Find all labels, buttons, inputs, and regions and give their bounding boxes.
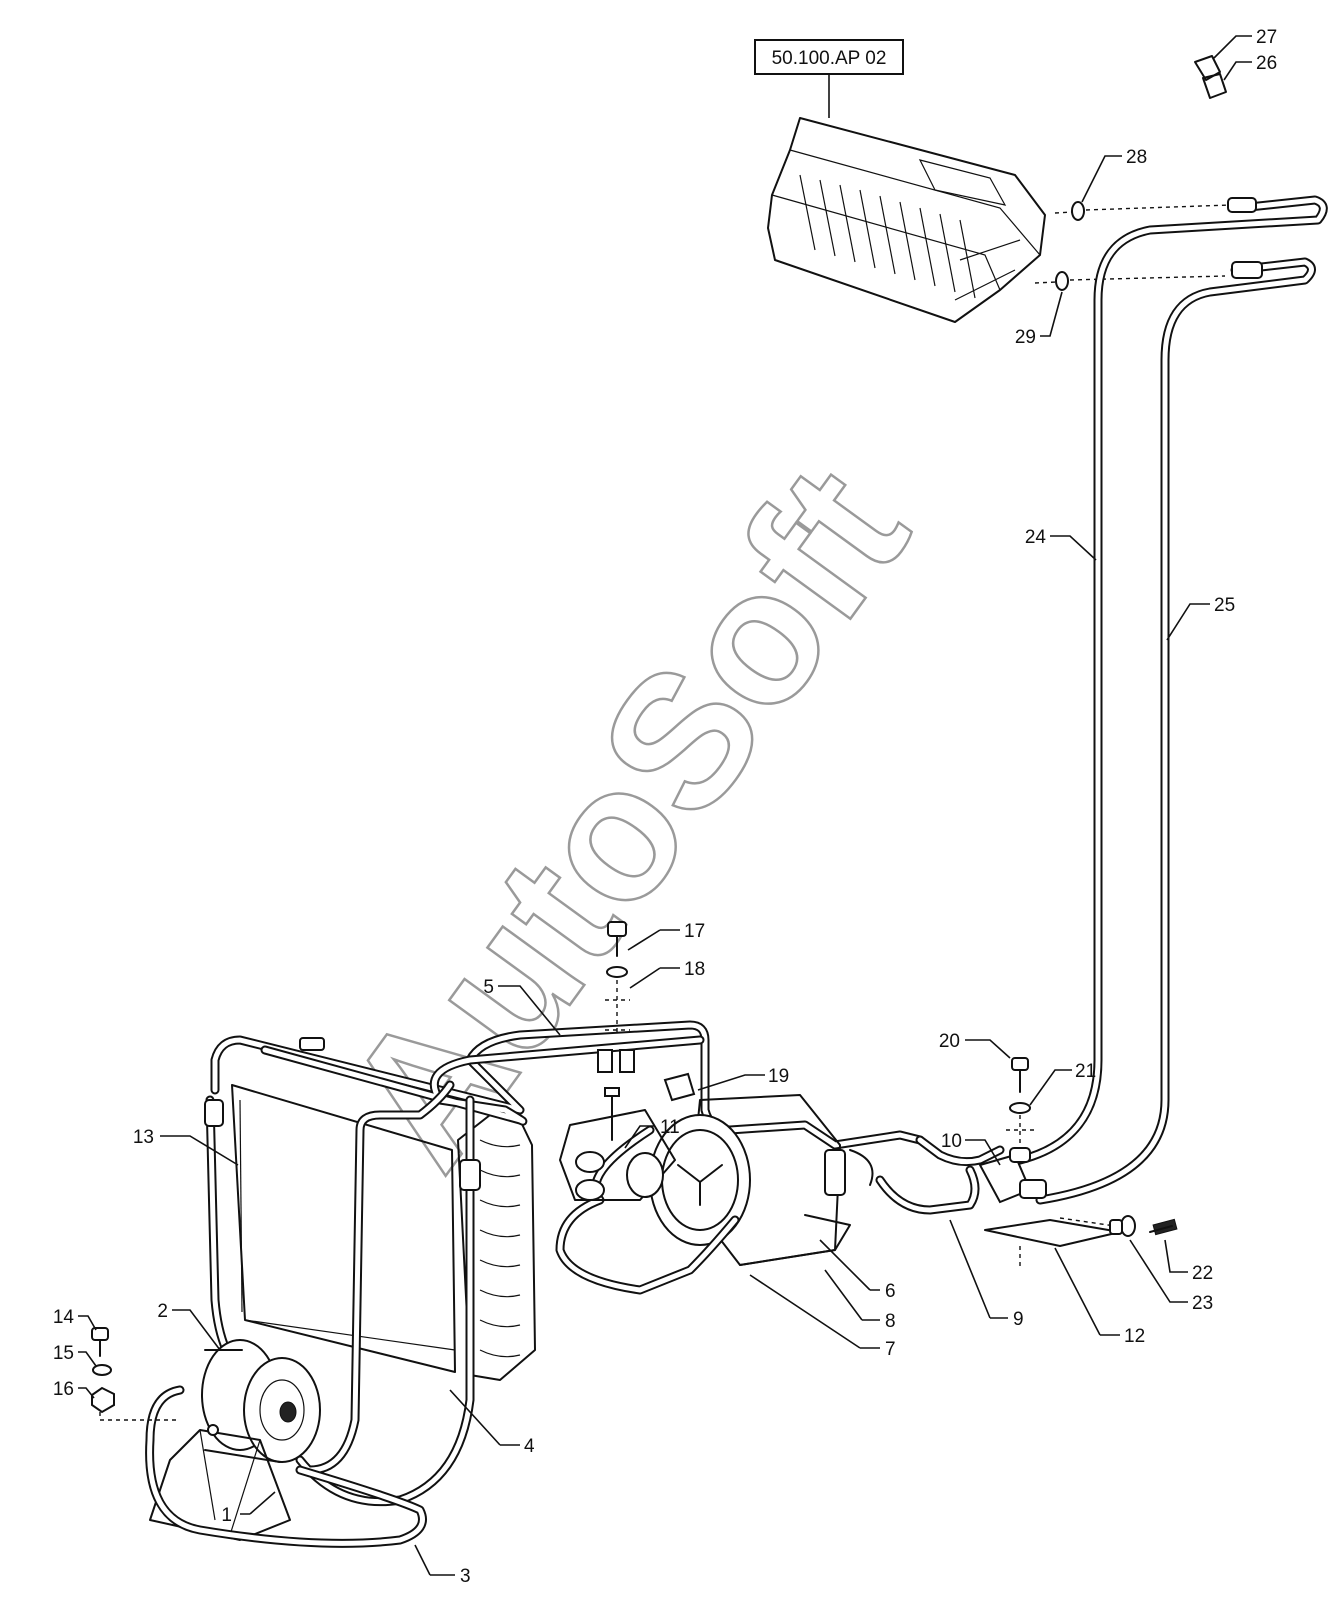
evaporator-unit (767, 117, 1046, 323)
callout-21[interactable]: 21 (1029, 1061, 1096, 1106)
reference-box-label: 50.100.AP 02 (772, 48, 887, 69)
callout-14[interactable]: 14 (53, 1307, 97, 1331)
svg-text:25: 25 (1214, 595, 1235, 616)
callout-4[interactable]: 4 (449, 1389, 535, 1457)
callout-6[interactable]: 6 (819, 1239, 896, 1302)
bracket-12 (984, 1217, 1121, 1270)
fastener-14-16 (91, 1327, 180, 1421)
callout-1[interactable]: 1 (221, 1491, 276, 1526)
receiver-drier (201, 1339, 321, 1463)
svg-text:1: 1 (221, 1505, 232, 1526)
compressor (649, 1094, 874, 1266)
svg-text:4: 4 (524, 1436, 535, 1457)
svg-text:20: 20 (939, 1031, 960, 1052)
callout-19[interactable]: 19 (697, 1066, 789, 1091)
svg-text:26: 26 (1256, 53, 1277, 74)
svg-text:9: 9 (1013, 1309, 1024, 1330)
callout-7[interactable]: 7 (749, 1274, 896, 1360)
hose-9 (875, 1135, 1005, 1215)
svg-text:7: 7 (885, 1339, 896, 1360)
fitting-19 (663, 1072, 696, 1102)
o-ring-29 (1034, 271, 1226, 291)
o-ring-28 (1054, 201, 1231, 221)
svg-text:2: 2 (157, 1301, 168, 1322)
bracket (149, 1424, 291, 1541)
svg-text:17: 17 (684, 921, 705, 942)
callout-25[interactable]: 25 (1166, 595, 1235, 641)
callout-9[interactable]: 9 (949, 1219, 1024, 1330)
callout-27[interactable]: 27 (1213, 27, 1277, 59)
callout-8[interactable]: 8 (824, 1269, 896, 1332)
svg-text:8: 8 (885, 1311, 896, 1332)
svg-text:11: 11 (660, 1117, 680, 1138)
svg-text:24: 24 (1025, 527, 1047, 548)
fastener-20-21 (1006, 1057, 1034, 1150)
svg-text:5: 5 (483, 977, 494, 998)
svg-text:15: 15 (53, 1343, 74, 1364)
callout-10[interactable]: 10 (941, 1131, 1001, 1166)
svg-text:23: 23 (1192, 1293, 1213, 1314)
svg-text:28: 28 (1126, 147, 1147, 168)
callout-15[interactable]: 15 (53, 1343, 97, 1367)
belt (555, 1125, 740, 1295)
svg-text:18: 18 (684, 959, 705, 980)
callout-11[interactable]: 11 (624, 1117, 680, 1149)
pipe-5-clamps (299, 1037, 635, 1073)
svg-text:19: 19 (768, 1066, 789, 1087)
callout-13[interactable]: 13 (133, 1127, 239, 1166)
callout-20[interactable]: 20 (939, 1031, 1011, 1059)
callout-28[interactable]: 28 (1081, 147, 1147, 203)
svg-text:12: 12 (1124, 1326, 1145, 1347)
callout-5[interactable]: 5 (483, 977, 561, 1036)
callout-12[interactable]: 12 (1054, 1247, 1145, 1347)
callout-23[interactable]: 23 (1129, 1239, 1213, 1314)
svg-text:13: 13 (133, 1127, 154, 1148)
svg-text:6: 6 (885, 1281, 896, 1302)
svg-text:27: 27 (1256, 27, 1277, 48)
callout-22[interactable]: 22 (1164, 1239, 1213, 1284)
pipe-24 (1015, 195, 1328, 1165)
svg-text:3: 3 (460, 1566, 471, 1587)
callout-17[interactable]: 17 (627, 921, 705, 951)
callout-2[interactable]: 2 (157, 1301, 221, 1351)
svg-text:21: 21 (1075, 1061, 1096, 1082)
pipe-25 (1035, 257, 1316, 1205)
pipe-fittings-top (1227, 197, 1263, 279)
callout-18[interactable]: 18 (629, 959, 705, 989)
callout-3[interactable]: 3 (414, 1544, 471, 1587)
svg-text:14: 14 (53, 1307, 75, 1328)
callouts: 1 2 3 4 5 6 7 8 (53, 27, 1277, 1587)
svg-text:22: 22 (1192, 1263, 1213, 1284)
valve-10 (978, 1147, 1047, 1204)
reference-box[interactable]: 50.100.AP 02 (754, 39, 904, 118)
engine-bracket (559, 1087, 676, 1201)
connector-26-27 (1194, 55, 1227, 99)
callout-16[interactable]: 16 (53, 1379, 95, 1400)
bolt-22-23 (1109, 1215, 1178, 1237)
svg-text:16: 16 (53, 1379, 74, 1400)
svg-text:10: 10 (941, 1131, 962, 1152)
svg-text:29: 29 (1015, 327, 1036, 348)
pipe-3 (145, 1385, 427, 1548)
callout-29[interactable]: 29 (1015, 291, 1063, 348)
callout-24[interactable]: 24 (1025, 527, 1097, 561)
fastener-17-18 (605, 921, 630, 1035)
callout-26[interactable]: 26 (1223, 53, 1277, 81)
